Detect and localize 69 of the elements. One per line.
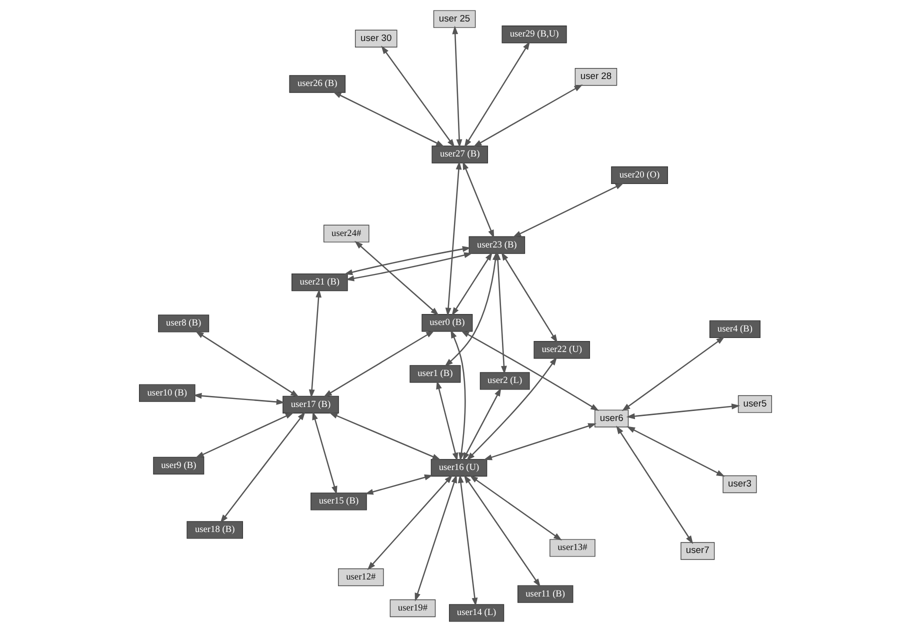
arrow (312, 411, 338, 495)
arrow (460, 330, 600, 411)
arrow (452, 26, 462, 148)
node-box: user23 (B) (468, 236, 526, 254)
node-box: user8 (B) (158, 314, 210, 332)
arrow (462, 161, 494, 238)
arrow (329, 412, 441, 460)
arrow (512, 182, 624, 238)
node-box: user 28 (574, 68, 618, 86)
arrow (346, 252, 472, 282)
arrow (332, 92, 444, 147)
arrow (626, 426, 725, 477)
arrow (414, 474, 457, 602)
arrow (473, 84, 583, 147)
node-box: user1 (B) (410, 365, 461, 383)
arrow (466, 356, 558, 461)
node-box: user 30 (354, 30, 398, 48)
arrow (364, 474, 433, 495)
arrow (464, 474, 541, 588)
arrow (484, 423, 597, 460)
node-box: user24# (323, 224, 370, 242)
arrow (470, 475, 562, 541)
arrow (622, 336, 725, 412)
node-box: user16 (U) (430, 458, 488, 477)
arrow (445, 161, 462, 316)
node-box: user19# (390, 599, 436, 618)
node-box: user29 (B,U) (502, 26, 567, 44)
arrow (494, 252, 507, 374)
node-box: user9 (B) (153, 456, 204, 475)
node-box: user26 (B) (289, 75, 346, 93)
node-box: user0 (B) (422, 314, 473, 332)
node-box: user14 (L) (448, 604, 504, 622)
arrow (501, 252, 558, 343)
node-box: user7 (680, 542, 715, 560)
node-box: user5 (738, 395, 772, 413)
node-box: user18 (B) (186, 521, 243, 539)
arrow (452, 252, 492, 316)
node-box: user2 (L) (480, 372, 530, 390)
arrow (464, 41, 530, 148)
node-box: user22 (U) (534, 341, 590, 359)
node-box: user4 (B) (709, 320, 760, 338)
arrow (616, 426, 694, 544)
node-box: user27 (B) (432, 146, 488, 164)
node-box: user12# (338, 568, 384, 586)
arrow (367, 474, 453, 570)
node-box: user15 (B) (310, 492, 367, 510)
node-box: user6 (594, 410, 629, 428)
node-box: user 25 (433, 10, 476, 28)
arrow (450, 330, 466, 461)
arrow (436, 380, 458, 462)
arrow (458, 474, 478, 606)
node-box: user20 (O) (611, 166, 668, 184)
arrow (220, 412, 306, 523)
arrow (323, 330, 434, 398)
arrow (354, 240, 439, 316)
node-box: user13# (550, 539, 596, 557)
arrow (193, 392, 285, 405)
arrow (381, 46, 455, 148)
node-box: user3 (722, 475, 757, 494)
arrow (344, 246, 471, 276)
arrow (626, 404, 740, 420)
arrow (195, 330, 300, 398)
arrow (195, 412, 294, 458)
node-box: user11 (B) (517, 585, 574, 603)
arrow (308, 288, 322, 398)
node-box: user10 (B) (138, 384, 196, 402)
arrow (462, 388, 502, 461)
node-box: user21 (B) (292, 273, 348, 292)
node-box: user17 (B) (282, 396, 339, 414)
